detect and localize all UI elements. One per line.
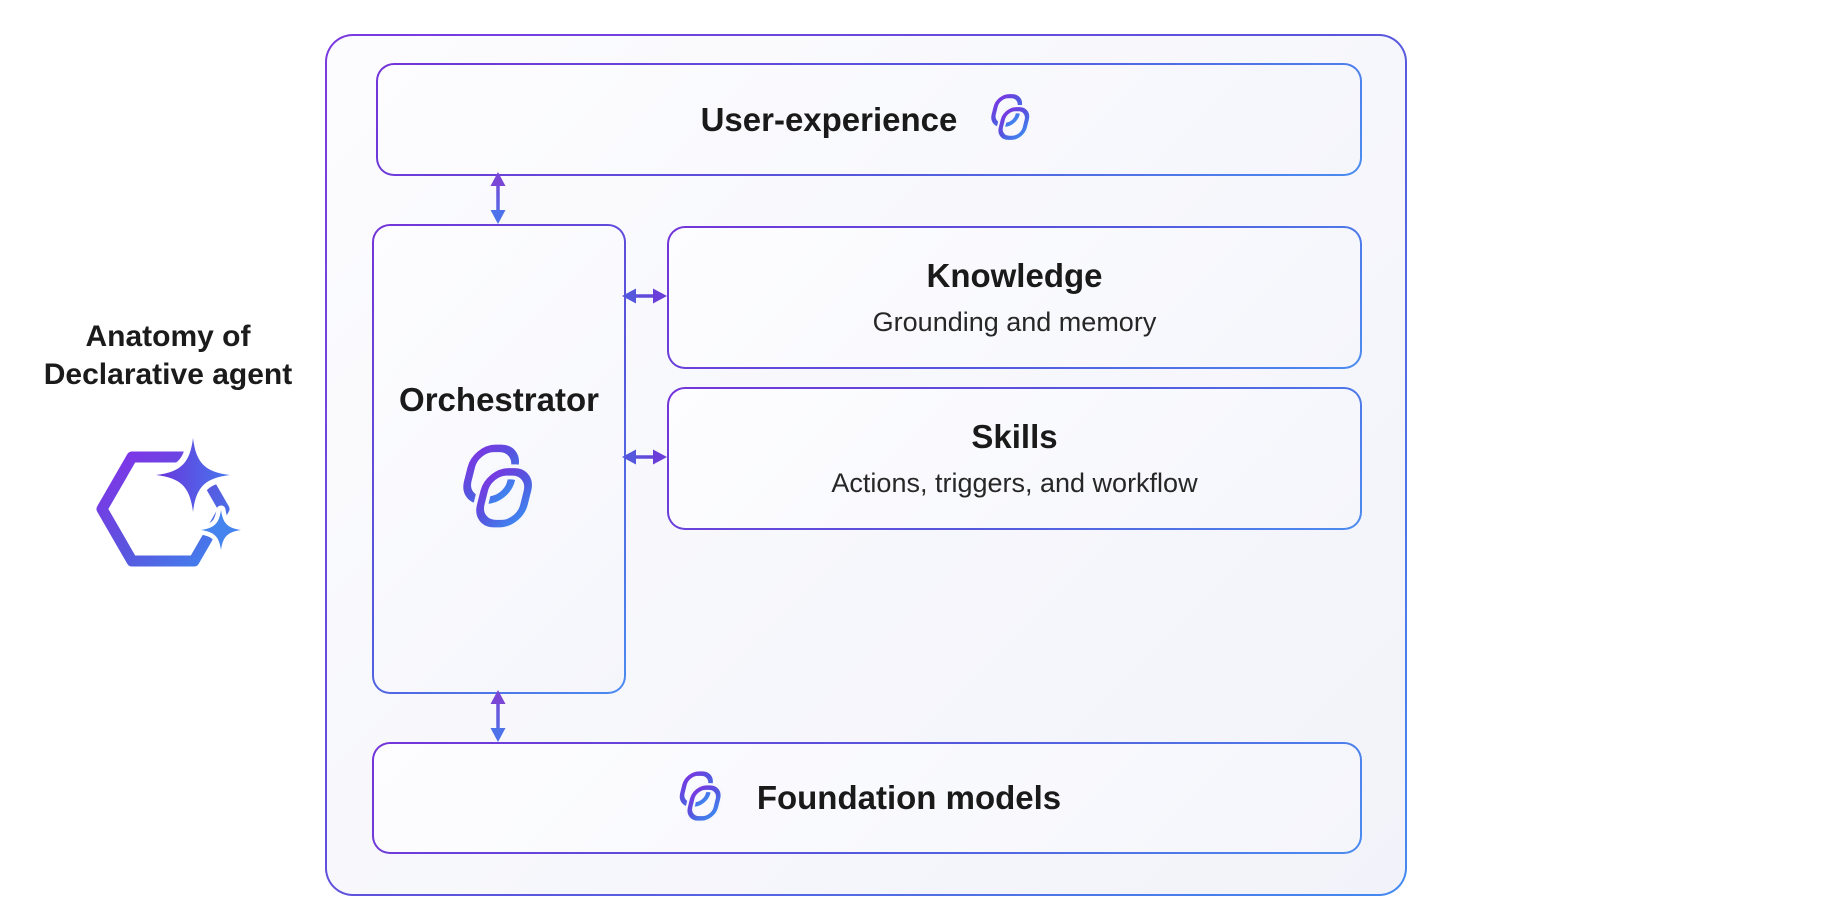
orchestrator-title: Orchestrator bbox=[399, 380, 599, 418]
copilot-icon bbox=[673, 768, 729, 829]
bidirectional-arrow-icon bbox=[485, 172, 511, 229]
skills-box: Skills Actions, triggers, and workflow bbox=[667, 387, 1362, 530]
bidirectional-arrow-icon bbox=[485, 690, 511, 747]
declarative-agent-icon bbox=[80, 424, 246, 586]
skills-title: Skills bbox=[971, 418, 1058, 455]
skills-subtitle: Actions, triggers, and workflow bbox=[831, 468, 1198, 498]
foundation-models-title: Foundation models bbox=[756, 779, 1062, 816]
bidirectional-arrow-icon bbox=[622, 444, 667, 475]
foundation-models-box: Foundation models bbox=[372, 742, 1362, 854]
diagram-caption: Anatomy of Declarative agent bbox=[28, 318, 308, 394]
knowledge-box: Knowledge Grounding and memory bbox=[667, 226, 1362, 369]
knowledge-subtitle: Grounding and memory bbox=[872, 307, 1157, 337]
orchestrator-box: Orchestrator bbox=[372, 224, 626, 694]
bidirectional-arrow-icon bbox=[622, 283, 667, 314]
copilot-icon bbox=[985, 91, 1037, 148]
copilot-icon bbox=[452, 439, 546, 538]
user-experience-box: User-experience bbox=[376, 63, 1362, 176]
caption-line-2: Declarative agent bbox=[43, 358, 293, 391]
user-experience-title: User-experience bbox=[700, 100, 958, 138]
caption-line-1: Anatomy of bbox=[85, 320, 251, 353]
knowledge-title: Knowledge bbox=[926, 257, 1103, 294]
agent-container: User-experience Orchestrator bbox=[325, 34, 1407, 896]
